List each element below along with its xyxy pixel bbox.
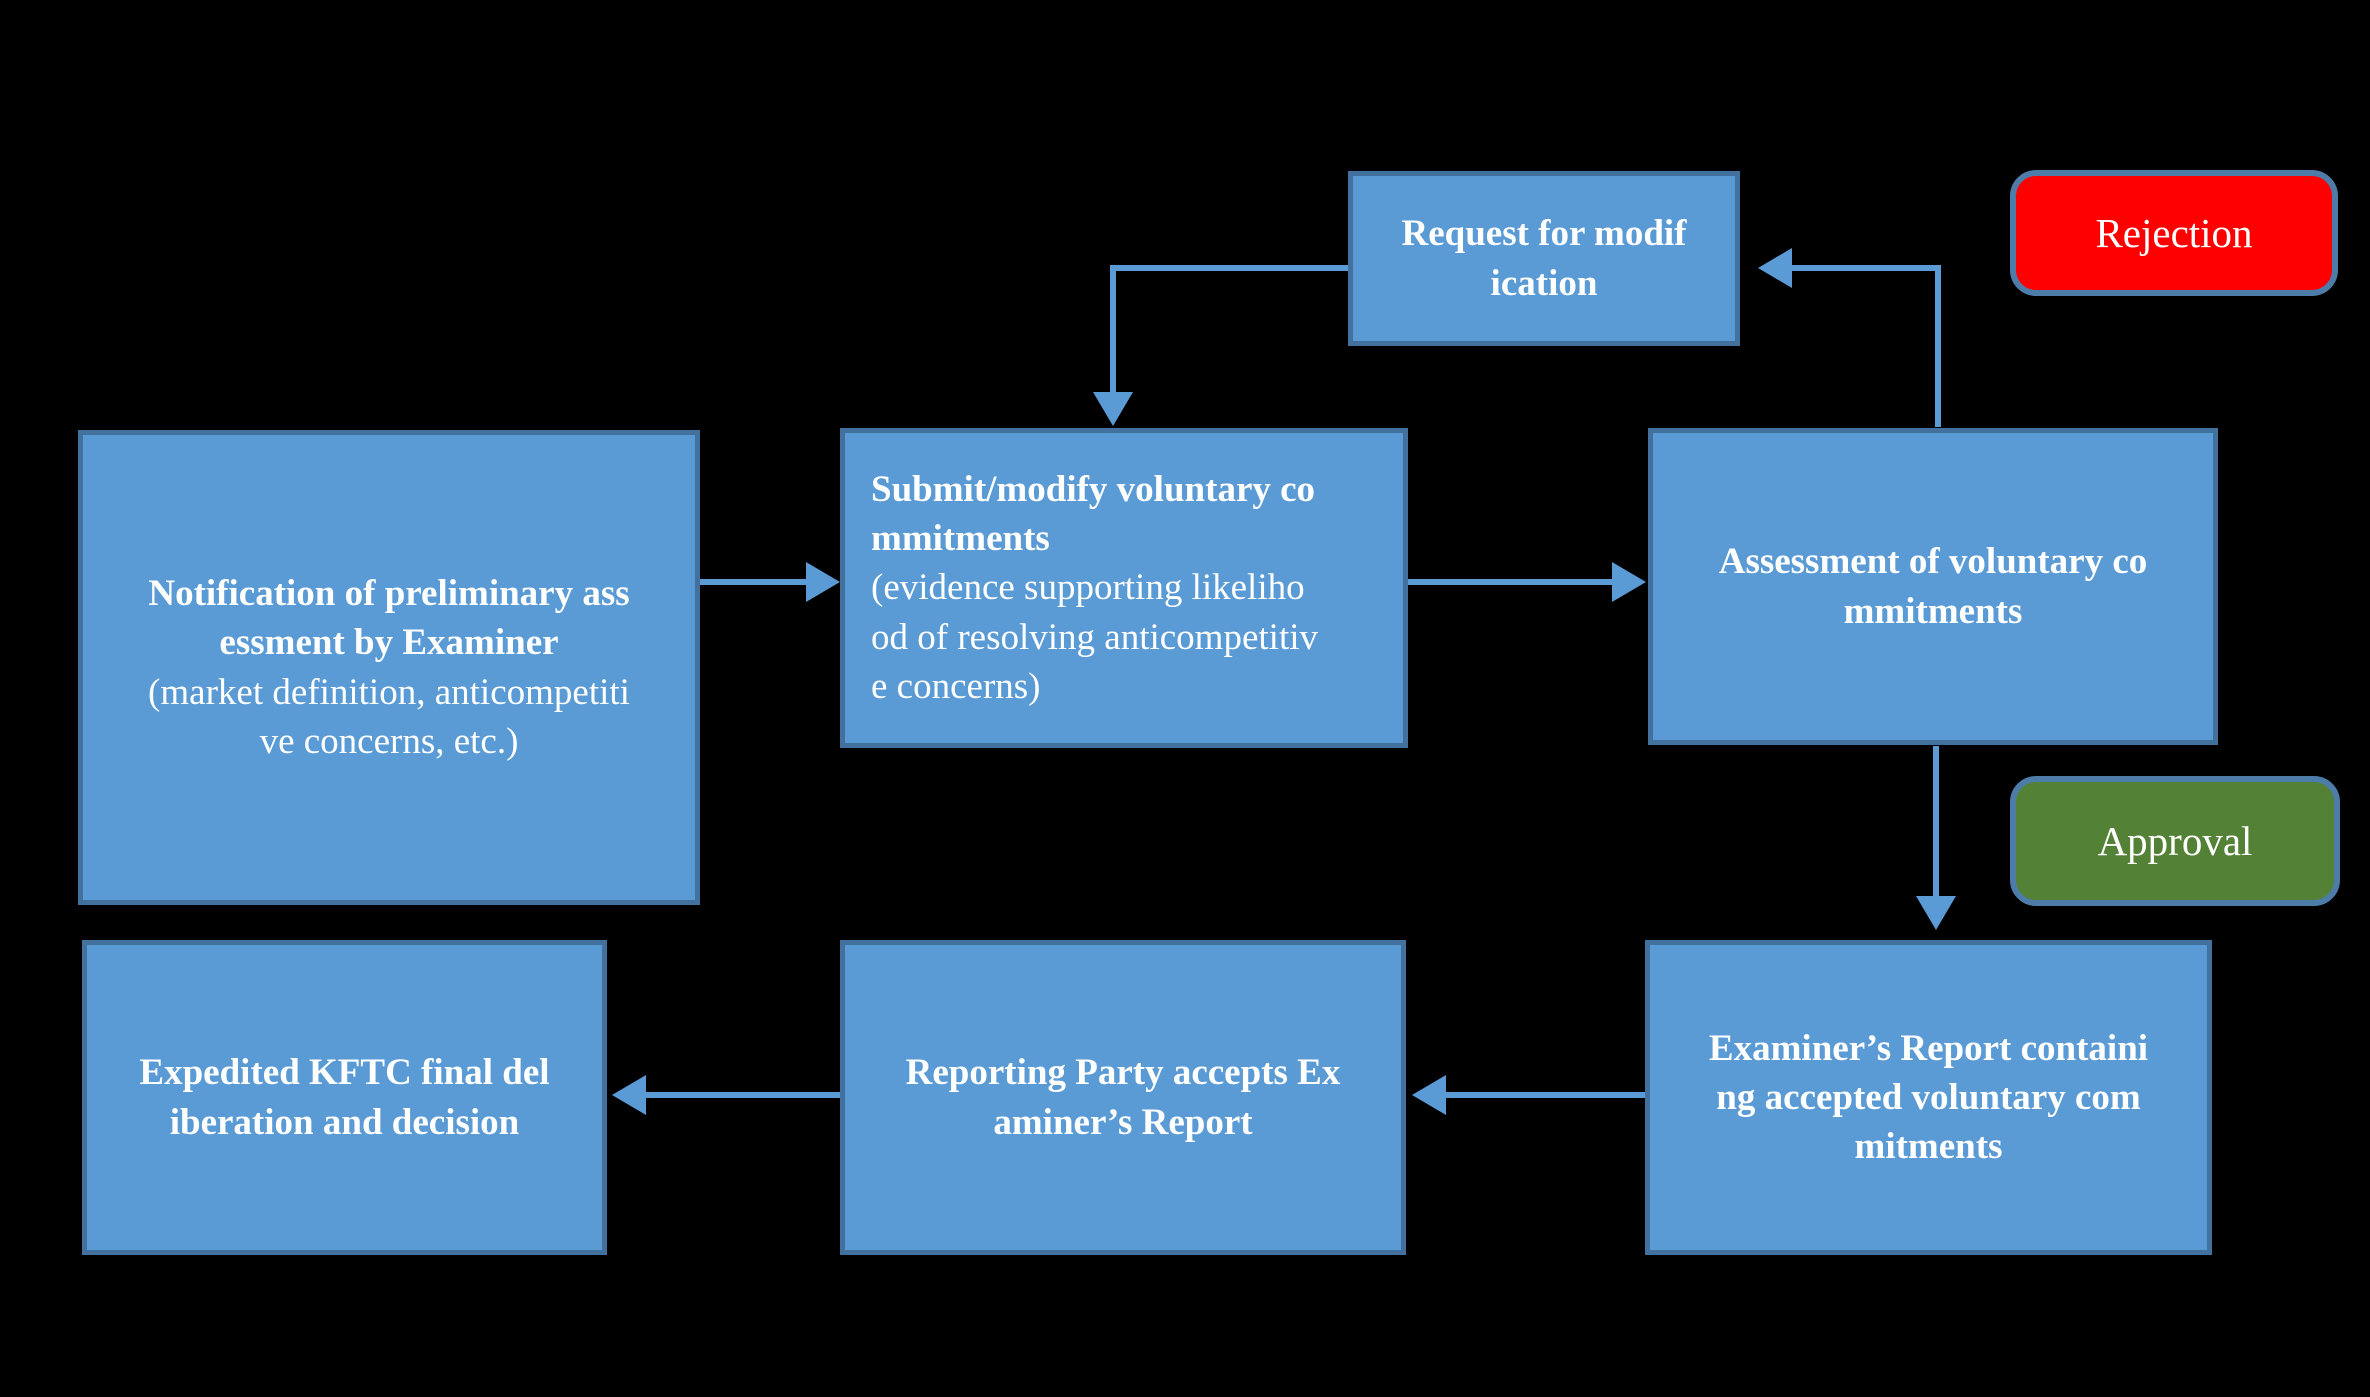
connector-submit-to-assessment	[1406, 562, 1646, 602]
node-notification-preliminary-assessment: Notification of preliminary ass essment …	[78, 430, 700, 905]
expedited-title: Expedited KFTC final del iberation and d…	[139, 1052, 550, 1143]
request-title: Request for modif ication	[1401, 213, 1687, 304]
arrowhead-down-icon	[1916, 896, 1956, 930]
connector-assessment-to-request	[1758, 248, 1941, 427]
connector-assessment-to-examiner	[1916, 746, 1956, 930]
examiner-title: Examiner’s Report containi ng accepted v…	[1708, 1027, 2149, 1168]
arrowhead-left-icon	[1758, 248, 1792, 288]
notification-title: Notification of preliminary ass essment …	[148, 573, 630, 664]
node-request-modification: Request for modif ication	[1348, 171, 1740, 346]
arrowhead-right-icon	[806, 562, 840, 602]
reporting-title: Reporting Party accepts Ex aminer’s Repo…	[905, 1052, 1341, 1143]
connector-examiner-to-reporting	[1412, 1075, 1645, 1115]
node-submit-modify-commitments: Submit/modify voluntary co mmitments (ev…	[840, 428, 1408, 748]
assessment-title: Assessment of voluntary co mmitments	[1718, 541, 2148, 632]
submit-subtitle: (evidence supporting likeliho od of reso…	[871, 567, 1318, 707]
connector-request-to-submit	[1093, 265, 1348, 426]
submit-title: Submit/modify voluntary co mmitments	[871, 468, 1316, 560]
arrowhead-right-icon	[1612, 562, 1646, 602]
rejection-badge: Rejection	[2010, 170, 2338, 296]
arrowhead-down-icon	[1093, 392, 1133, 426]
node-expedited-deliberation: Expedited KFTC final del iberation and d…	[82, 940, 607, 1255]
node-reporting-party-accepts: Reporting Party accepts Ex aminer’s Repo…	[840, 940, 1406, 1255]
approval-badge: Approval	[2010, 776, 2340, 906]
rejection-label: Rejection	[2095, 210, 2253, 256]
notification-subtitle: (market definition, anticompetiti ve con…	[148, 671, 630, 762]
node-assessment-commitments: Assessment of voluntary co mmitments	[1648, 428, 2218, 745]
connector-reporting-to-expedited	[612, 1075, 840, 1115]
connector-notification-to-submit	[700, 562, 840, 602]
node-examiner-report: Examiner’s Report containi ng accepted v…	[1645, 940, 2212, 1255]
arrowhead-left-icon	[612, 1075, 646, 1115]
approval-label: Approval	[2097, 818, 2253, 864]
arrowhead-left-icon	[1412, 1075, 1446, 1115]
